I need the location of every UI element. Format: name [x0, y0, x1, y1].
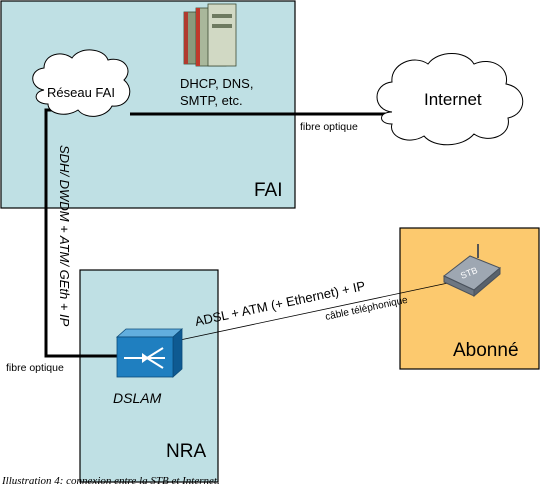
server-drive-bay-icon — [212, 24, 232, 28]
nra-zone-label: NRA — [166, 441, 206, 462]
server-label-line2: SMTP, etc. — [180, 93, 243, 108]
fai-zone-label: FAI — [254, 180, 283, 201]
server-unit-front-icon — [207, 3, 237, 67]
dslam-arrow-head-icon — [142, 353, 149, 363]
dslam-branch-up-icon — [146, 347, 164, 359]
server-drive-bay-icon — [212, 14, 232, 18]
fai-internet-link-label: fibre optique — [300, 121, 358, 133]
fai-nra-link-label: SDH/ DWDM + ATM/ GEth + IP — [57, 145, 72, 327]
server-label-line1: DHCP, DNS, — [180, 76, 253, 91]
reseau-fai-cloud: Réseau FAI — [32, 49, 131, 117]
dslam-side-face — [172, 328, 183, 378]
dslam-stb-link — [179, 282, 449, 341]
dslam-stb-protocol-label: ADSL + ATM (+ Ethernet) + IP — [194, 278, 367, 329]
server-icon — [183, 3, 237, 67]
stb-side-face — [473, 266, 501, 298]
reseau-fai-cloud-shape — [32, 49, 131, 117]
internet-cloud-label: Internet — [424, 90, 482, 109]
dslam-top-face — [115, 328, 184, 338]
server-stripe-back-icon — [184, 12, 188, 64]
set-top-box-icon: STB — [443, 244, 501, 298]
reseau-fai-cloud-label: Réseau FAI — [47, 85, 115, 100]
switch-icon — [115, 328, 184, 378]
dslam-branch-down-icon — [146, 357, 164, 369]
fai-nra-entry-label: fibre optique — [6, 362, 64, 374]
figure-caption: Illustration 4: connexion entre la STB e… — [1, 475, 220, 487]
server-stripe-middle-icon — [196, 8, 200, 66]
abonne-zone-label: Abonné — [453, 340, 519, 361]
dslam-label: DSLAM — [113, 390, 162, 406]
internet-cloud: Internet — [376, 53, 524, 146]
abonne-zone — [399, 227, 540, 370]
internet-cloud-shape — [376, 53, 524, 146]
